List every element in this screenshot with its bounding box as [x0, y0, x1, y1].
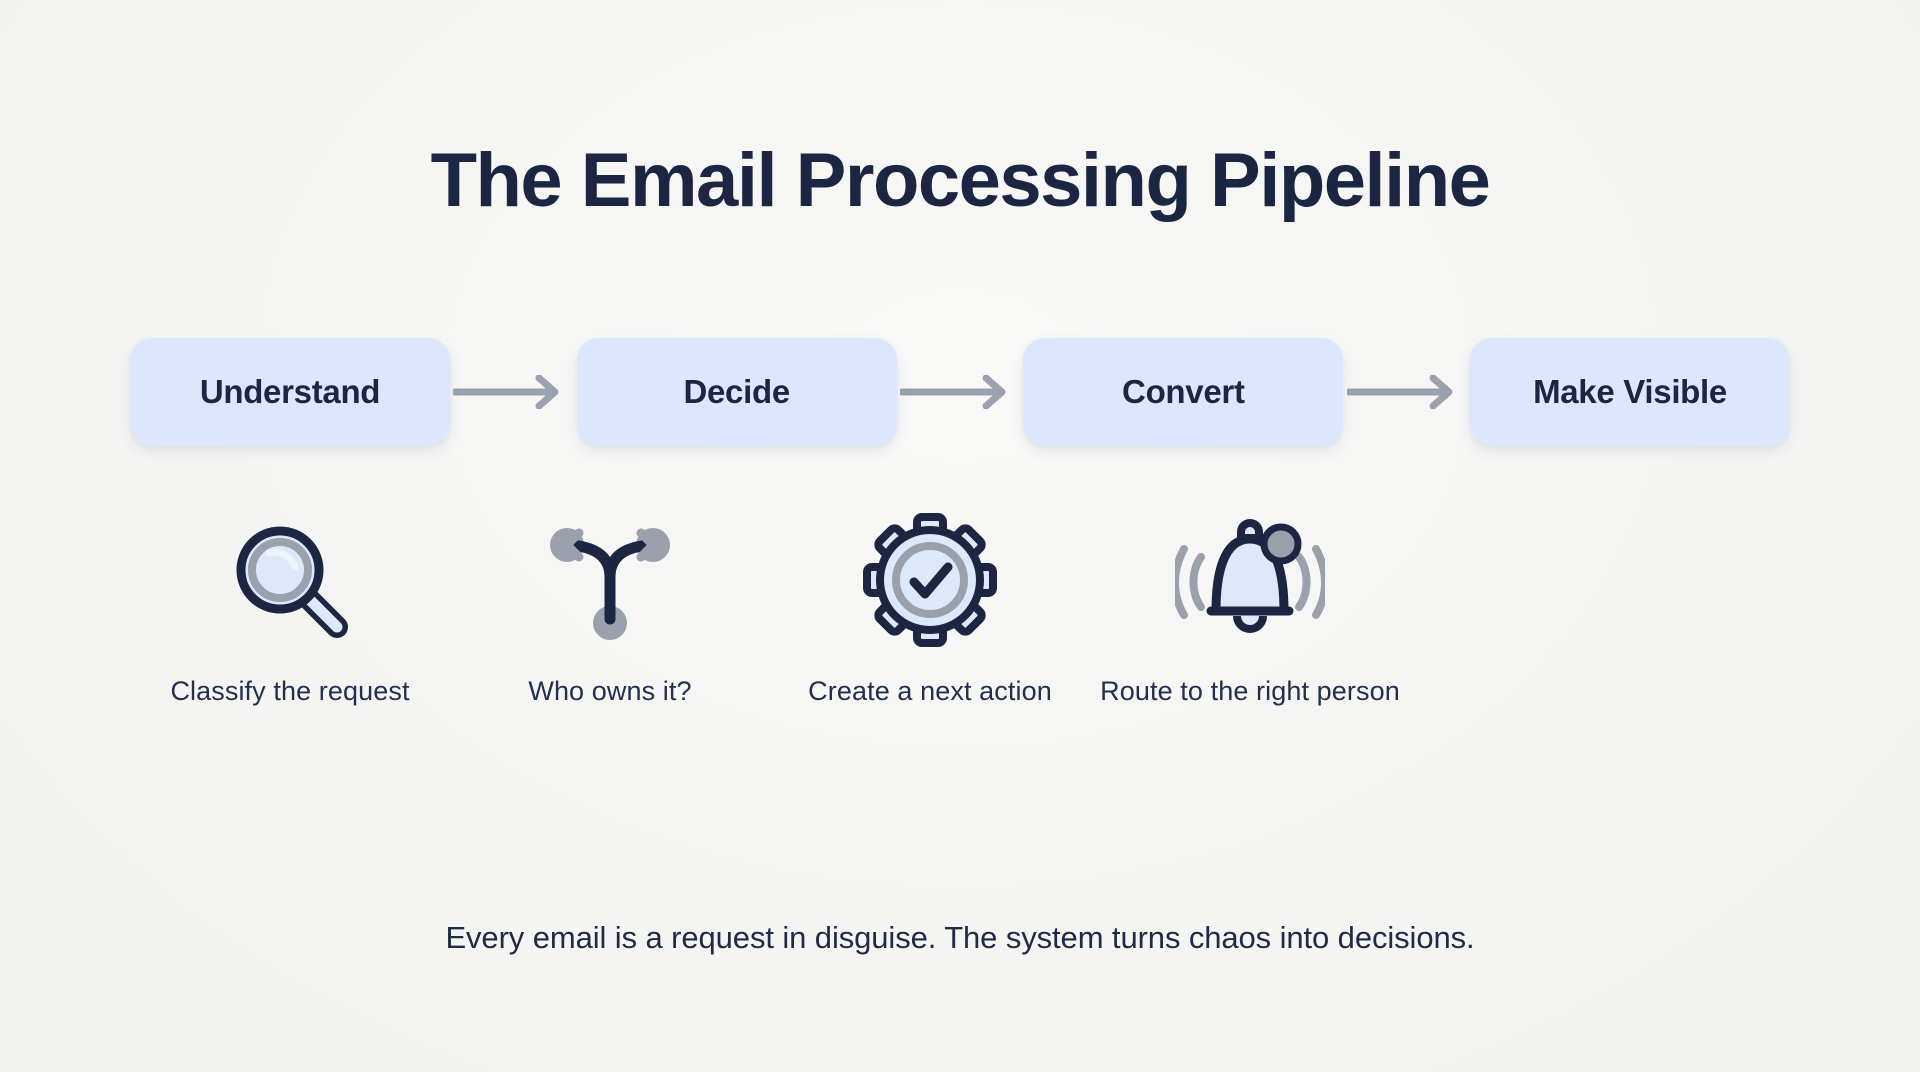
icon-caption-make-visible: Route to the right person [1100, 676, 1400, 706]
branch-fork-icon [550, 528, 670, 640]
stage-box-make-visible[interactable]: Make Visible [1470, 338, 1791, 446]
stage-box-label-understand: Understand [199, 373, 381, 410]
stage-box-convert[interactable]: Convert [1023, 338, 1344, 446]
bell-alert-icon-wrap [1175, 510, 1325, 650]
branch-fork-icon-wrap [545, 510, 675, 650]
magnifier-icon [236, 526, 348, 638]
stage-box-decide[interactable]: Decide [576, 338, 897, 446]
icon-col-understand: Classify the request [130, 510, 450, 707]
stage-box-label-decide: Decide [683, 373, 790, 410]
arrow-convert-to-make-visible [1343, 338, 1470, 446]
icon-caption-decide: Who owns it? [528, 676, 692, 706]
icon-col-convert: Create a next action [770, 510, 1090, 707]
magnifier-icon-wrap [225, 510, 355, 650]
stage-col-convert: Convert [1023, 338, 1344, 446]
stage-box-label-make-visible: Make Visible [1533, 373, 1727, 410]
arrow-right-icon [453, 375, 559, 409]
page-title: The Email Processing Pipeline [430, 137, 1491, 223]
footer-note: Every email is a request in disguise. Th… [445, 920, 1475, 955]
stage-box-label-convert: Convert [1122, 373, 1245, 410]
stage-col-make-visible: Make Visible [1470, 338, 1791, 446]
arrow-understand-to-decide [450, 338, 577, 446]
arrow-right-icon [1346, 375, 1453, 409]
arrow-right-icon [900, 375, 1006, 409]
gear-check-icon-wrap [863, 510, 997, 650]
bell-alert-icon [1175, 519, 1325, 633]
icon-col-decide: Who owns it? [450, 510, 770, 707]
stage-box-understand[interactable]: Understand [130, 338, 450, 446]
stage-col-decide: Decide [576, 338, 897, 446]
pipeline-row: Understand Decide Convert Make Visible [130, 338, 1791, 458]
icon-caption-row: Classify the request Who owns it? [130, 510, 1790, 707]
icon-caption-convert: Create a next action [808, 676, 1052, 706]
icon-col-make-visible: Route to the right person [1090, 510, 1410, 707]
arrow-decide-to-convert [897, 338, 1024, 446]
stage-col-understand: Understand [130, 338, 450, 446]
icon-caption-understand: Classify the request [170, 676, 410, 706]
gear-check-icon [863, 513, 997, 647]
